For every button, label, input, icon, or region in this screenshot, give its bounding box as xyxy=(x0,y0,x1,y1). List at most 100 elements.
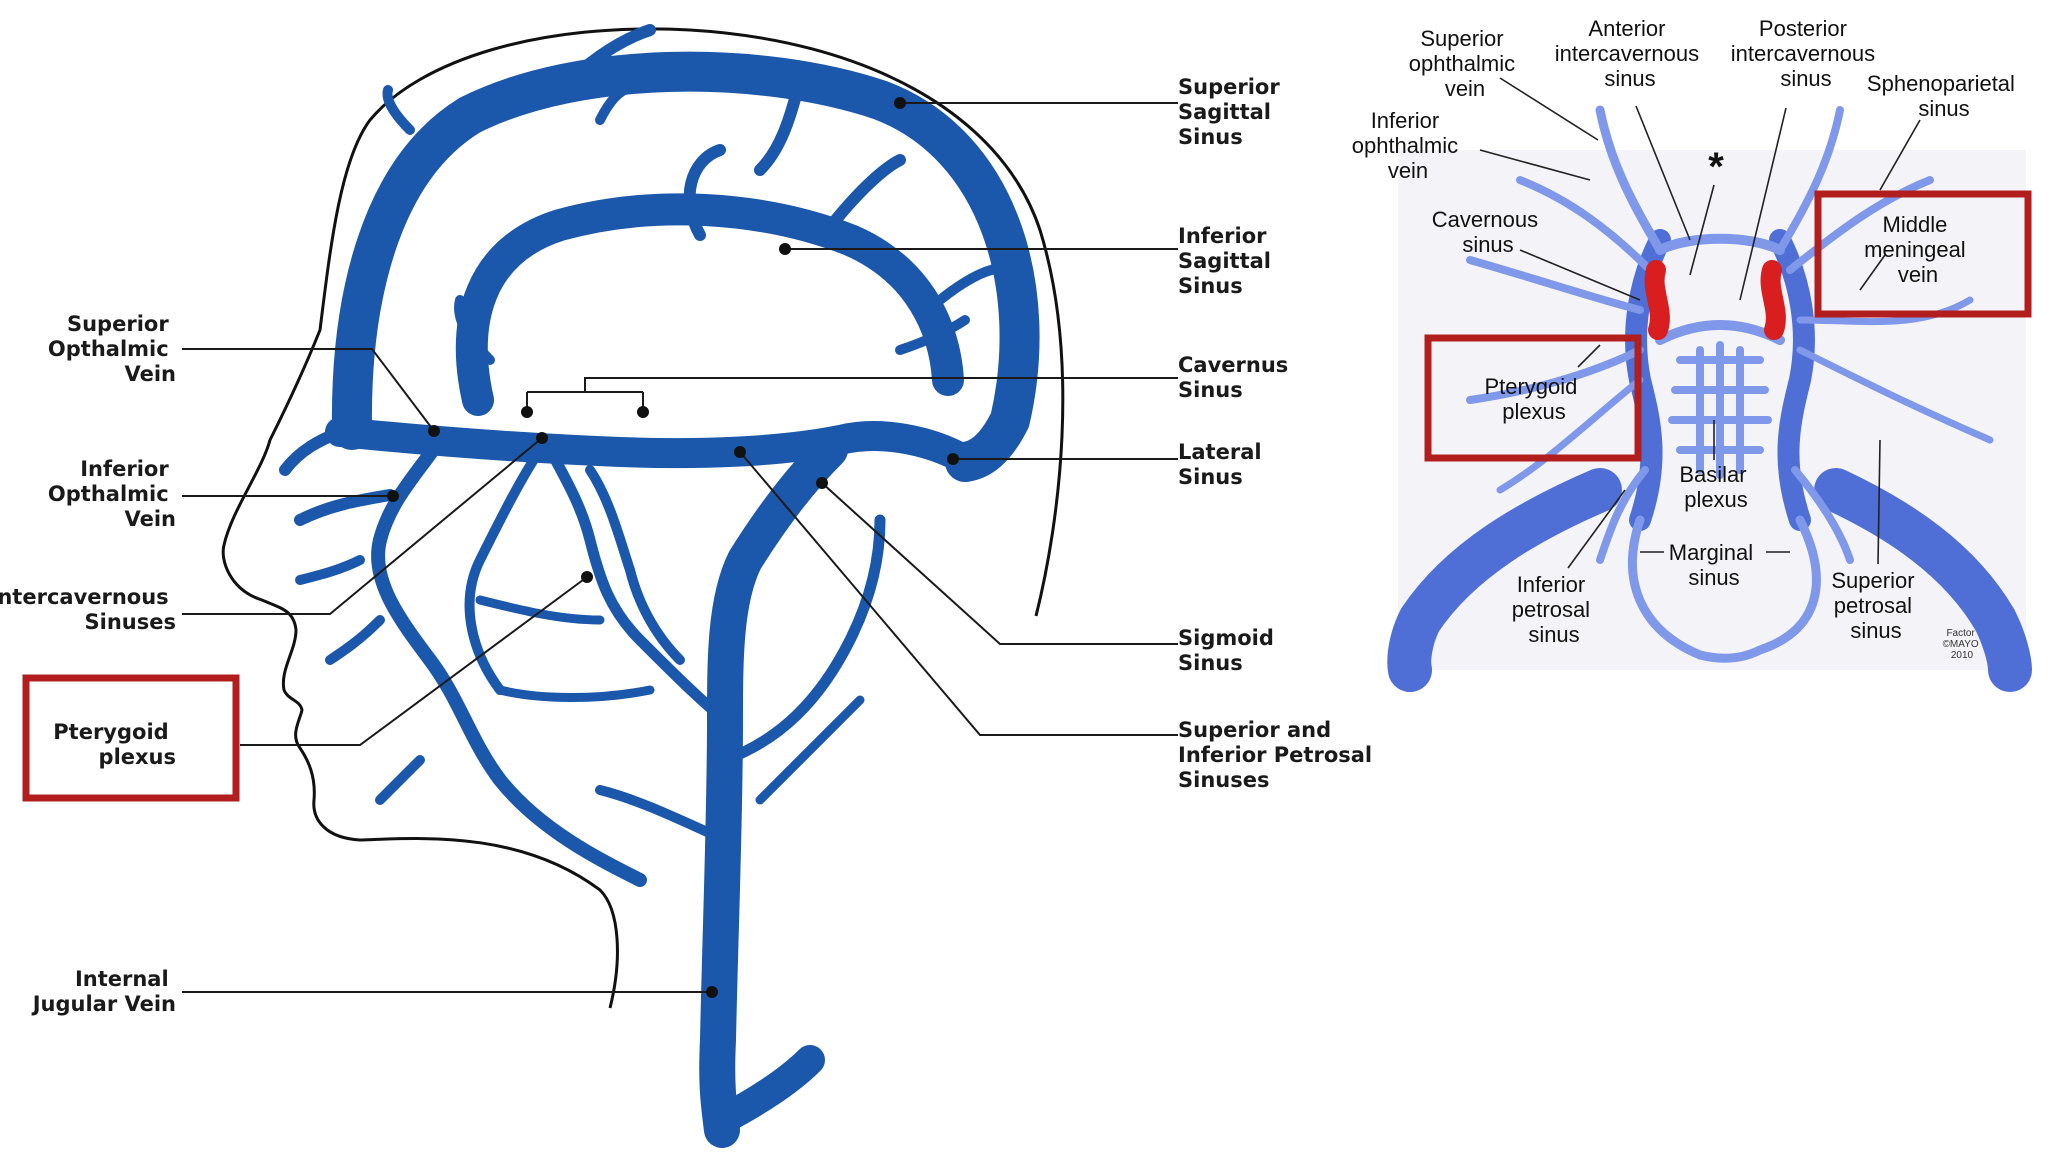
head-venous-diagram: Superior Sagittal Sinus Inferior Sagitta… xyxy=(0,24,1379,1148)
tributary xyxy=(935,263,1005,305)
pterygoid-network xyxy=(475,595,605,625)
leader-r-inferior-ophthalmic xyxy=(1479,149,1591,181)
leader-dot xyxy=(706,986,718,998)
tributary xyxy=(454,295,495,365)
label-r-sphenoparietal-sinus: Sphenoparietal sinus xyxy=(1867,71,2021,121)
pterygoid-network xyxy=(495,685,655,702)
leader-r-posterior-intercav xyxy=(1739,107,1787,301)
lateral-sinus-shape xyxy=(325,417,980,475)
label-internal-jugular-vein: Internal Jugular Vein xyxy=(31,967,176,1016)
leader-r-superior-ophthalmic xyxy=(1499,77,1599,141)
right-carotid xyxy=(1760,260,1786,340)
sigmoid-jugular-shape xyxy=(699,432,848,1148)
right-cavernous-body xyxy=(1769,229,1815,531)
label-inferior-opthalmic-vein: Inferior Opthalmic Vein xyxy=(48,457,176,531)
label-r-cavernous-sinus: Cavernous sinus xyxy=(1432,207,1545,257)
leader-pterygoid xyxy=(240,576,588,746)
tributary xyxy=(754,74,806,176)
left-carotid xyxy=(1644,260,1670,340)
label-sigmoid-sinus: Sigmoid Sinus xyxy=(1178,626,1281,675)
leader-r-pterygoid xyxy=(1577,344,1601,368)
left-leader-dots xyxy=(387,97,959,998)
leader-intercavernous xyxy=(182,437,543,615)
label-r-basilar-plexus: Basilar plexus xyxy=(1679,462,1752,512)
label-r-inferior-petrosal-sinus: Inferior petrosal sinus xyxy=(1512,572,1596,647)
superior-sagittal-sinus-shape xyxy=(331,51,1040,482)
label-r-posterior-intercavernous: Posterior intercavernous sinus xyxy=(1731,16,1881,91)
neck-tributary xyxy=(755,695,865,805)
highlight-box-pterygoid-left xyxy=(22,674,240,802)
ophthalmic-branch xyxy=(1516,176,1654,274)
meningeal-branch xyxy=(1796,296,1974,326)
facial-vein xyxy=(371,433,647,887)
tributary xyxy=(554,24,656,96)
ophthalmic-branch xyxy=(1595,105,1665,255)
label-petrosal-sinuses: Superior and Inferior Petrosal Sinuses xyxy=(1178,718,1379,792)
marginal-sinus-ring xyxy=(1628,515,1821,663)
neck-tributary xyxy=(719,514,886,766)
inferior-sagittal-sinus-shape xyxy=(455,193,964,416)
venous-sinuses xyxy=(279,24,1040,1148)
label-superior-opthalmic-vein: Superior Opthalmic Vein xyxy=(48,312,176,386)
leader-r-anterior-intercav xyxy=(1635,105,1691,241)
leader-superior-opthalmic xyxy=(182,348,435,432)
label-superior-sagittal-sinus: Superior Sagittal Sinus xyxy=(1178,75,1287,149)
jugular-foot xyxy=(707,1045,825,1135)
tributary xyxy=(683,144,726,241)
label-r-inferior-ophthalmic-vein: Inferior ophthalmic vein xyxy=(1352,108,1465,183)
leader-cavernus xyxy=(526,377,1178,412)
tributary xyxy=(814,154,906,246)
highlight-box-middle-meningeal xyxy=(1814,190,2032,318)
facial-branch xyxy=(375,755,425,805)
skull-base-venous-diagram: Superior ophthalmic vein Anterior interc… xyxy=(1352,16,2032,692)
facial-branch xyxy=(295,555,365,585)
neck-tributary xyxy=(595,785,730,845)
highlight-box-pterygoid-right xyxy=(1424,334,1642,462)
leader-dot xyxy=(637,406,649,418)
label-r-superior-ophthalmic-vein: Superior ophthalmic vein xyxy=(1409,26,1522,101)
pterygoid-branch-right-diagram xyxy=(1466,346,1644,404)
leader-dot xyxy=(734,446,746,458)
ophthalmic-vein xyxy=(294,489,396,526)
meningeal-branch xyxy=(1796,346,1994,444)
basilar-plexus-mesh xyxy=(1668,341,1772,479)
label-pterygoid-plexus-left: Pterygoid plexus xyxy=(53,720,176,769)
pterygoid-network xyxy=(539,434,731,726)
ophthalmic-branch xyxy=(1466,256,1644,314)
sphenoparietal-branch xyxy=(1776,106,1844,254)
left-labels: Superior Sagittal Sinus Inferior Sagitta… xyxy=(0,75,1379,1016)
right-petrosal-trunk xyxy=(1814,468,2032,692)
leader-dot xyxy=(428,425,440,437)
label-inferior-sagittal-sinus: Inferior Sagittal Sinus xyxy=(1178,224,1278,298)
label-r-marginal-sinus: Marginal sinus xyxy=(1669,540,1760,590)
pterygoid-branch-right-diagram xyxy=(1496,376,1644,494)
leader-dot xyxy=(387,490,399,502)
ophthalmic-vein xyxy=(279,426,346,476)
right-labels: Superior ophthalmic vein Anterior interc… xyxy=(1352,16,2021,661)
leader-dot xyxy=(581,571,593,583)
label-r-superior-petrosal-sinus: Superior petrosal sinus xyxy=(1831,568,1920,643)
label-r-asterisk: * xyxy=(1708,145,1724,189)
leader-dot xyxy=(816,477,828,489)
carotid-arteries xyxy=(1644,260,1786,340)
tributary xyxy=(895,315,970,355)
leader-dot xyxy=(521,406,533,418)
credit-text: Factor ©MAYO 2010 xyxy=(1943,628,1982,661)
leader-dot xyxy=(947,453,959,465)
right-leader-lines xyxy=(1479,77,1921,569)
pterygoid-network xyxy=(464,445,545,695)
anterior-intercavernous xyxy=(1655,233,1785,255)
tributary xyxy=(595,83,635,125)
facial-branch xyxy=(325,615,385,665)
left-petrosal-trunk xyxy=(1387,468,1622,692)
leader-dot xyxy=(894,97,906,109)
tributary xyxy=(382,85,415,135)
right-veins xyxy=(1387,105,2032,692)
label-r-pterygoid-plexus: Pterygoid plexus xyxy=(1484,374,1583,424)
label-intercavernous-sinuses: Intercavernous Sinuses xyxy=(0,585,176,634)
pterygoid-network xyxy=(585,465,685,665)
leader-dot xyxy=(779,243,791,255)
label-r-middle-meningeal-vein: Middle meningeal vein xyxy=(1864,212,1972,287)
